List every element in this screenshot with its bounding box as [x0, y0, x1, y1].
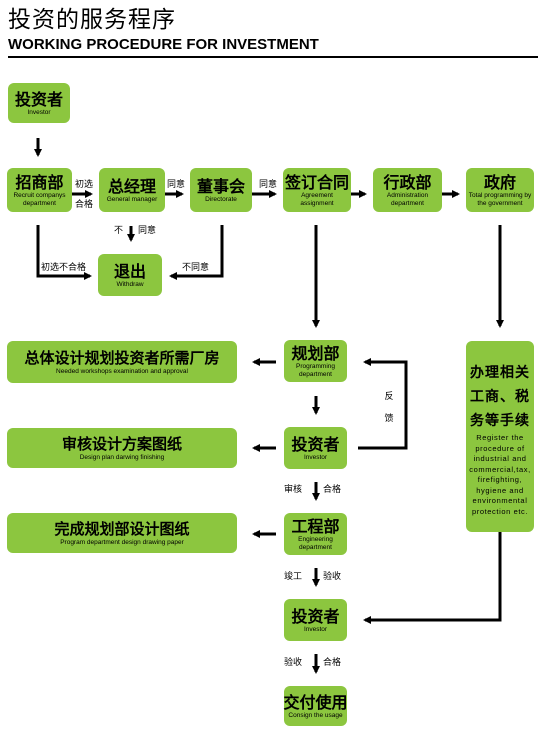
node-gov-en: Total programming by the government — [468, 191, 532, 207]
node-agreement-en: Agreement assignment — [300, 191, 334, 207]
node-agreement: 签订合同 Agreement assignment — [283, 168, 351, 212]
node-gov-cn: 政府 — [483, 172, 516, 192]
label-prelim-top: 初选 — [75, 180, 94, 190]
node-gm: 总经理 General manager — [99, 168, 165, 212]
node-programming-en: Programming department — [295, 362, 335, 378]
node-consign-en: Consign the usage — [288, 711, 343, 719]
node-workshops: 总体设计规划投资者所需厂房 Needed workshops examinati… — [7, 341, 237, 383]
label-prelim-fail: 初选不合格 — [41, 263, 87, 273]
label-review-left: 审核 — [284, 485, 303, 495]
node-investor-mid-en: Investor — [303, 453, 328, 461]
node-admin-cn: 行政部 — [383, 172, 432, 192]
node-consign-cn: 交付使用 — [283, 692, 348, 712]
node-engineering-cn: 工程部 — [291, 516, 340, 536]
node-directorate-en: Directorate — [205, 195, 237, 203]
node-investor-bottom-en: Investor — [303, 625, 328, 633]
node-complete-drawing: 完成规划部设计图纸 Program department design draw… — [7, 513, 237, 553]
label-build-right: 验收 — [323, 572, 342, 582]
label-agree-2: 同意 — [259, 180, 278, 190]
page-title: 投资的服务程序 — [8, 7, 176, 33]
node-gov: 政府 Total programming by the government — [466, 168, 534, 212]
label-prelim-bottom: 合格 — [75, 200, 94, 210]
node-withdraw: 退出 Withdraw — [98, 254, 162, 296]
node-register: 办理相关工商、税务等手续 Register the procedure of i… — [466, 341, 534, 532]
node-engineering-en: Engineering department — [298, 535, 333, 551]
arrow-recruit-to-withdraw — [36, 225, 92, 280]
label-agree-1: 同意 — [167, 180, 186, 190]
node-consign: 交付使用 Consign the usage — [283, 686, 348, 726]
label-disagree-gm-right: 同意 — [138, 226, 157, 236]
node-engineering: 工程部 Engineering department — [284, 513, 347, 555]
node-register-en: Register the procedure of industrial and… — [469, 433, 531, 516]
page-subtitle: WORKING PROCEDURE FOR INVESTMENT — [8, 36, 319, 53]
node-withdraw-cn: 退出 — [113, 261, 146, 281]
label-feedback-1: 反 — [384, 392, 394, 402]
node-complete-drawing-en: Program department design drawing paper — [60, 538, 184, 546]
label-disagree-directorate: 不同意 — [182, 263, 210, 273]
node-recruit: 招商部 Recruit companys department — [7, 168, 72, 212]
node-design-plan: 审核设计方案图纸 Design plan darwing finishing — [7, 428, 237, 468]
node-directorate: 董事会 Directorate — [190, 168, 252, 212]
node-register-cn: 办理相关工商、税务等手续 — [470, 365, 530, 429]
node-recruit-cn: 招商部 — [15, 172, 64, 192]
label-feedback-2: 馈 — [384, 414, 394, 424]
node-admin-en: Administration department — [386, 191, 429, 207]
node-investor-bottom-cn: 投资者 — [291, 606, 340, 626]
node-agreement-cn: 签订合同 — [285, 172, 350, 192]
label-accept-left: 验收 — [284, 658, 303, 668]
node-design-plan-cn: 审核设计方案图纸 — [61, 434, 182, 453]
node-design-plan-en: Design plan darwing finishing — [79, 453, 165, 461]
node-complete-drawing-cn: 完成规划部设计图纸 — [54, 519, 190, 538]
node-gm-cn: 总经理 — [107, 176, 156, 196]
label-disagree-gm-left: 不 — [114, 226, 124, 236]
node-investor-bottom: 投资者 Investor — [284, 599, 347, 641]
node-gm-en: General manager — [106, 195, 158, 203]
node-programming: 规划部 Programming department — [284, 340, 347, 382]
arrow-register-to-investor-bottom — [363, 532, 502, 624]
node-programming-cn: 规划部 — [291, 343, 340, 363]
node-investor-top: 投资者 Investor — [8, 83, 70, 123]
label-review-right: 合格 — [323, 485, 342, 495]
title-divider — [8, 56, 538, 58]
label-build-left: 竣工 — [284, 572, 303, 582]
label-accept-right: 合格 — [323, 658, 342, 668]
node-investor-top-en: Investor — [27, 108, 51, 116]
node-workshops-en: Needed workshops examination and approva… — [56, 367, 188, 375]
arrow-directorate-to-withdraw — [169, 225, 224, 280]
node-recruit-en: Recruit companys department — [13, 191, 66, 207]
node-workshops-cn: 总体设计规划投资者所需厂房 — [24, 348, 220, 367]
node-investor-top-cn: 投资者 — [14, 89, 63, 109]
node-directorate-cn: 董事会 — [196, 176, 245, 196]
arrow-feedback — [358, 358, 408, 450]
node-investor-mid: 投资者 Investor — [284, 427, 347, 469]
node-investor-mid-cn: 投资者 — [291, 434, 340, 454]
node-admin: 行政部 Administration department — [373, 168, 442, 212]
node-withdraw-en: Withdraw — [116, 280, 144, 288]
